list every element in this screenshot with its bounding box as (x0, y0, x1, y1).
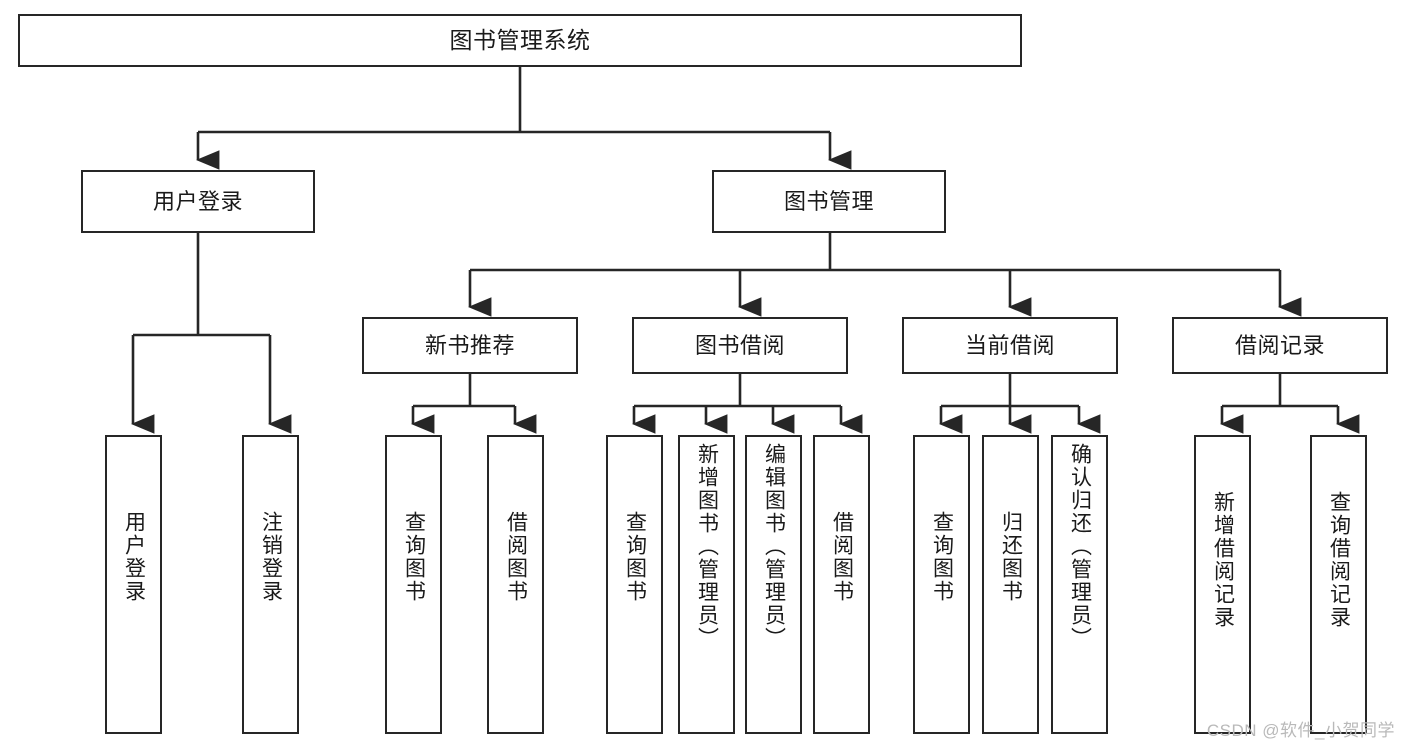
node-user-login[interactable]: 用户登录 (81, 170, 315, 233)
node-new-book-recommend[interactable]: 新书推荐 (362, 317, 578, 374)
node-label: 当前借阅 (964, 332, 1055, 358)
node-label: 查询借阅记录 (1327, 491, 1351, 629)
node-leaf-query-book-recommend[interactable]: 查询图书 (385, 435, 442, 734)
node-label: 查询图书 (623, 511, 647, 603)
node-label: 确认归还（管理员） (1068, 443, 1092, 650)
node-current-borrow[interactable]: 当前借阅 (902, 317, 1118, 374)
node-leaf-add-borrow-record[interactable]: 新增借阅记录 (1194, 435, 1251, 734)
node-leaf-edit-book-admin[interactable]: 编辑图书（管理员） (745, 435, 802, 734)
node-label: 用户登录 (152, 188, 243, 214)
node-leaf-borrow-book[interactable]: 借阅图书 (813, 435, 870, 734)
node-leaf-return-book[interactable]: 归还图书 (982, 435, 1039, 734)
node-label: 编辑图书（管理员） (762, 443, 786, 650)
node-leaf-add-book-admin[interactable]: 新增图书（管理员） (678, 435, 735, 734)
node-label: 借阅图书 (830, 511, 854, 603)
node-label: 用户登录 (122, 511, 146, 603)
node-label: 图书管理系统 (449, 27, 591, 54)
node-leaf-user-login[interactable]: 用户登录 (105, 435, 162, 734)
node-book-management[interactable]: 图书管理 (712, 170, 946, 233)
node-label: 新增图书（管理员） (695, 443, 719, 650)
node-borrow-record[interactable]: 借阅记录 (1172, 317, 1388, 374)
node-leaf-query-borrow-record[interactable]: 查询借阅记录 (1310, 435, 1367, 734)
node-leaf-query-book-borrow[interactable]: 查询图书 (606, 435, 663, 734)
node-label: 借阅记录 (1234, 332, 1325, 358)
node-label: 图书借阅 (694, 332, 785, 358)
node-root-library-system[interactable]: 图书管理系统 (18, 14, 1022, 67)
node-label: 新增借阅记录 (1211, 491, 1235, 629)
node-leaf-borrow-book-recommend[interactable]: 借阅图书 (487, 435, 544, 734)
watermark-text: CSDN @软件_小贺同学 (1206, 721, 1395, 740)
node-label: 图书管理 (783, 188, 874, 214)
node-leaf-confirm-return-admin[interactable]: 确认归还（管理员） (1051, 435, 1108, 734)
node-label: 查询图书 (930, 511, 954, 603)
node-leaf-query-book-current[interactable]: 查询图书 (913, 435, 970, 734)
node-label: 新书推荐 (424, 332, 515, 358)
node-label: 归还图书 (999, 511, 1023, 603)
node-label: 查询图书 (402, 511, 426, 603)
node-label: 借阅图书 (504, 511, 528, 603)
node-leaf-user-logout[interactable]: 注销登录 (242, 435, 299, 734)
node-label: 注销登录 (259, 511, 283, 603)
node-book-borrow[interactable]: 图书借阅 (632, 317, 848, 374)
